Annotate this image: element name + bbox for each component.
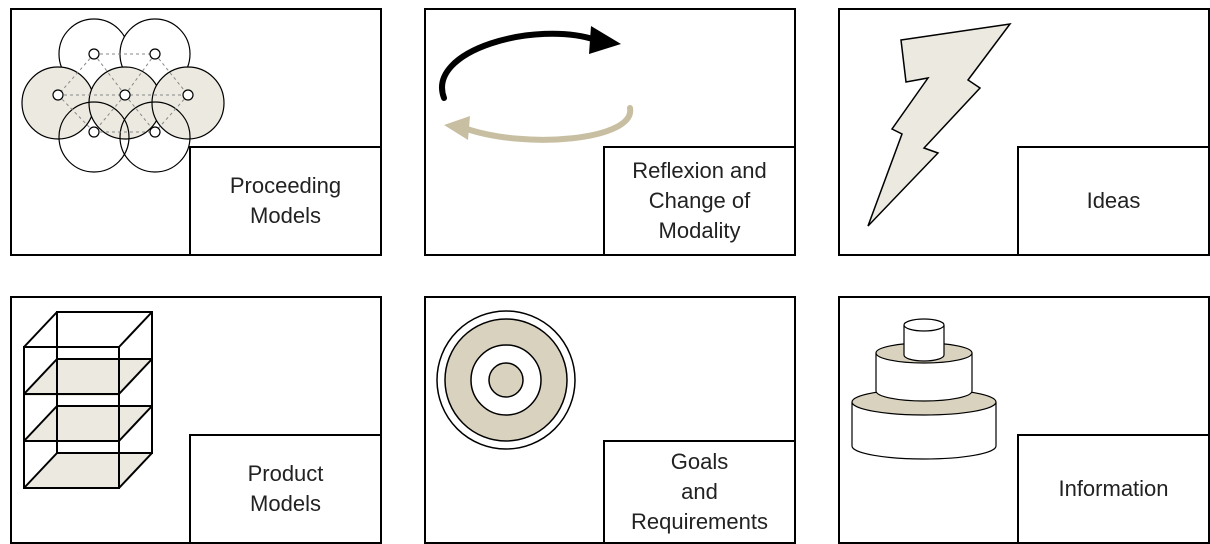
card-information: Information bbox=[838, 296, 1210, 544]
stacked-cylinders-icon bbox=[851, 318, 997, 460]
shelf-cube-icon bbox=[23, 311, 153, 489]
label-box: Ideas bbox=[1017, 146, 1210, 256]
card-label: Goals and Requirements bbox=[631, 449, 768, 534]
card-label: Ideas bbox=[1086, 188, 1141, 213]
label-box: Product Models bbox=[189, 434, 382, 544]
label-box: Reflexion and Change of Modality bbox=[603, 146, 796, 256]
card-reflexion: Reflexion and Change of Modality bbox=[424, 8, 796, 256]
card-proceeding-models: Proceeding Models bbox=[10, 8, 382, 256]
network-circles-icon bbox=[21, 18, 225, 173]
label-box: Information bbox=[1017, 434, 1210, 544]
card-ideas: Ideas bbox=[838, 8, 1210, 256]
card-label: Proceeding Models bbox=[229, 173, 342, 228]
label-box: Proceeding Models bbox=[189, 146, 382, 256]
target-icon bbox=[436, 310, 576, 450]
card-label: Information bbox=[1058, 476, 1169, 501]
card-label: Product Models bbox=[247, 461, 324, 516]
lightning-icon bbox=[867, 22, 1012, 227]
card-product-models: Product Models bbox=[10, 296, 382, 544]
card-goals: Goals and Requirements bbox=[424, 296, 796, 544]
label-box: Goals and Requirements bbox=[603, 440, 796, 544]
cycle-arrows-icon bbox=[439, 26, 634, 143]
card-label: Reflexion and Change of Modality bbox=[632, 158, 767, 243]
